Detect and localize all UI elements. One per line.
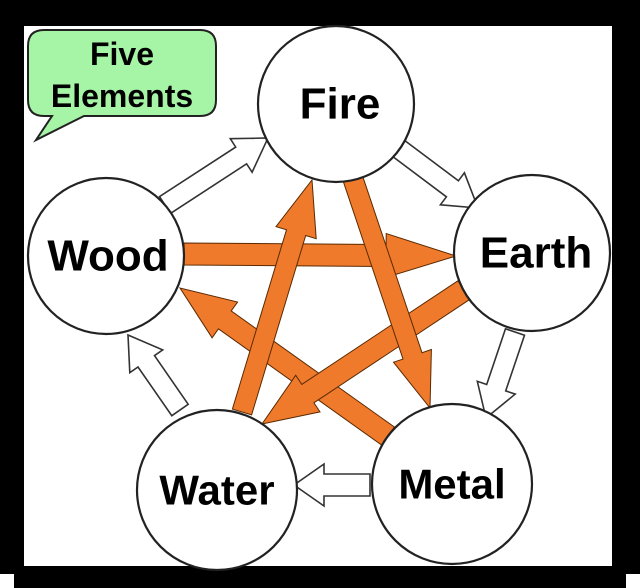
arrow-earth-to-metal — [476, 327, 526, 420]
node-water-circle — [135, 408, 299, 572]
arrow-wood-to-earth — [183, 232, 458, 279]
arrow-metal-to-water — [292, 462, 371, 508]
node-wood: Wood — [26, 176, 186, 336]
node-wood-label: Wood — [47, 232, 168, 281]
node-wood-circle — [26, 176, 186, 336]
node-fire-circle — [256, 24, 416, 184]
frame-bottom — [0, 566, 640, 588]
arrow-fire-to-metal — [341, 172, 432, 410]
arrow-wood-to-fire — [158, 137, 270, 215]
node-earth-circle — [452, 173, 612, 333]
title-bubble: Five Elements — [27, 29, 217, 143]
node-fire-label: Fire — [300, 80, 381, 129]
frame-top — [0, 0, 640, 26]
frame-notch-right — [626, 574, 640, 588]
node-water-label: Water — [159, 467, 274, 514]
arrow-water-to-wood — [127, 333, 190, 417]
generating-arrows — [127, 137, 526, 508]
frame-notch-left — [0, 574, 14, 588]
element-nodes: Fire Earth Metal Water Wood — [26, 24, 612, 572]
frame-left — [0, 0, 24, 588]
node-earth-label: Earth — [480, 229, 592, 278]
node-earth: Earth — [452, 173, 612, 333]
arrow-fire-to-earth — [390, 138, 480, 209]
arrow-earth-to-water — [260, 280, 471, 425]
frame-right — [612, 0, 640, 588]
node-metal-label: Metal — [398, 461, 505, 508]
arrow-water-to-fire — [231, 178, 317, 416]
node-fire: Fire — [256, 24, 416, 184]
title-bubble-shape — [27, 29, 217, 143]
node-metal-circle — [370, 402, 534, 566]
node-water: Water — [135, 408, 299, 572]
controlling-arrows — [178, 172, 471, 446]
node-metal: Metal — [370, 402, 534, 566]
title-line-1: Five — [90, 36, 154, 72]
title-line-2: Elements — [51, 78, 193, 114]
arrow-metal-to-wood — [178, 287, 396, 446]
